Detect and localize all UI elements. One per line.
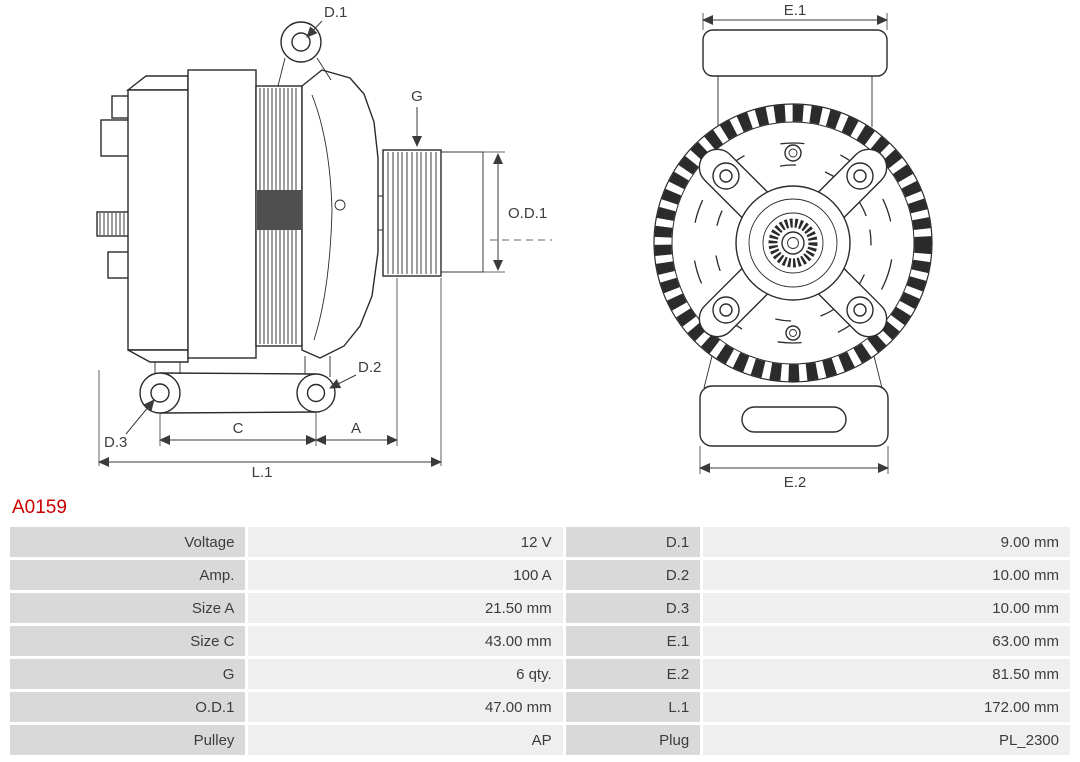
table-row: Amp. 100 A D.2 10.00 mm	[10, 560, 1070, 590]
bolt-hole	[719, 169, 733, 183]
spec-table: Voltage 12 V D.1 9.00 mm Amp. 100 A D.2 …	[7, 524, 1073, 758]
spec-label-cell: Plug	[565, 725, 701, 755]
knurl-hatching	[99, 213, 125, 235]
alternator-diagram: G O.D.1 D.1 D.2 D.3 C	[96, 2, 933, 491]
dim-label-l1: L.1	[252, 464, 273, 481]
spec-value-cell: 172.00 mm	[703, 692, 1070, 722]
spec-label-cell: D.2	[565, 560, 701, 590]
dim-label-e1: E.1	[784, 2, 807, 19]
spec-label-cell: Size A	[10, 593, 246, 623]
dim-label-d3: D.3	[104, 434, 127, 451]
spec-label-cell: Size C	[10, 626, 246, 656]
spec-label-cell: Pulley	[10, 725, 246, 755]
spec-label-cell: L.1	[565, 692, 701, 722]
spec-label-cell: D.3	[565, 593, 701, 623]
shaft-center-hole	[787, 237, 799, 249]
table-row: Voltage 12 V D.1 9.00 mm	[10, 527, 1070, 557]
ear-connectors	[277, 57, 332, 87]
alternator-side-view: G O.D.1 D.1 D.2 D.3 C	[96, 4, 552, 481]
dim-label-e2: E.2	[784, 474, 807, 491]
dim-label-g: G	[411, 88, 423, 105]
fan-blades-inner	[714, 164, 872, 322]
spec-value-cell: 47.00 mm	[248, 692, 563, 722]
through-bolt	[788, 148, 798, 158]
alternator-front-view: E.1	[653, 2, 933, 491]
bolt-hole	[719, 303, 733, 317]
spec-label-cell: G	[10, 659, 246, 689]
stator-winding-band	[257, 190, 301, 230]
top-mount-hole	[291, 32, 311, 52]
pulley-grooves	[387, 152, 437, 274]
spec-label-cell: Amp.	[10, 560, 246, 590]
spec-value-cell: 10.00 mm	[703, 560, 1070, 590]
spec-label-cell: E.2	[565, 659, 701, 689]
right-mount-hole	[306, 383, 326, 403]
fan-blades-outer	[692, 142, 894, 344]
through-bolt	[789, 329, 797, 337]
spec-value-cell: 81.50 mm	[703, 659, 1070, 689]
spec-label-cell: Voltage	[10, 527, 246, 557]
spec-value-cell: 43.00 mm	[248, 626, 563, 656]
spec-label-cell: O.D.1	[10, 692, 246, 722]
table-row: Size C 43.00 mm E.1 63.00 mm	[10, 626, 1070, 656]
dim-label-d2: D.2	[358, 359, 381, 376]
spec-value-cell: 12 V	[248, 527, 563, 557]
table-row: Pulley AP Plug PL_2300	[10, 725, 1070, 755]
bolt-hole	[853, 169, 867, 183]
spec-value-cell: 9.00 mm	[703, 527, 1070, 557]
table-row: G 6 qty. E.2 81.50 mm	[10, 659, 1070, 689]
part-number: A0159	[12, 497, 67, 518]
dim-label-c: C	[233, 420, 244, 437]
shaft-spline	[768, 218, 818, 268]
cooling-fins	[654, 104, 932, 382]
bolt-hole	[853, 303, 867, 317]
left-mount-hole	[150, 383, 170, 403]
spec-label-cell: D.1	[565, 527, 701, 557]
top-bracket	[702, 29, 888, 77]
dim-label-a: A	[351, 420, 361, 437]
pulley-flange	[440, 151, 484, 273]
spec-value-cell: PL_2300	[703, 725, 1070, 755]
spec-value-cell: 10.00 mm	[703, 593, 1070, 623]
spec-value-cell: AP	[248, 725, 563, 755]
spec-value-cell: 63.00 mm	[703, 626, 1070, 656]
spec-label-cell: E.1	[565, 626, 701, 656]
spec-value-cell: 100 A	[248, 560, 563, 590]
dim-label-d1: D.1	[324, 4, 347, 21]
dim-label-od1: O.D.1	[508, 205, 547, 222]
spec-value-cell: 21.50 mm	[248, 593, 563, 623]
table-row: Size A 21.50 mm D.3 10.00 mm	[10, 593, 1070, 623]
technical-drawings: G O.D.1 D.1 D.2 D.3 C	[96, 2, 933, 491]
spec-value-cell: 6 qty.	[248, 659, 563, 689]
table-row: O.D.1 47.00 mm L.1 172.00 mm	[10, 692, 1070, 722]
bottom-bracket-slot	[741, 406, 847, 433]
